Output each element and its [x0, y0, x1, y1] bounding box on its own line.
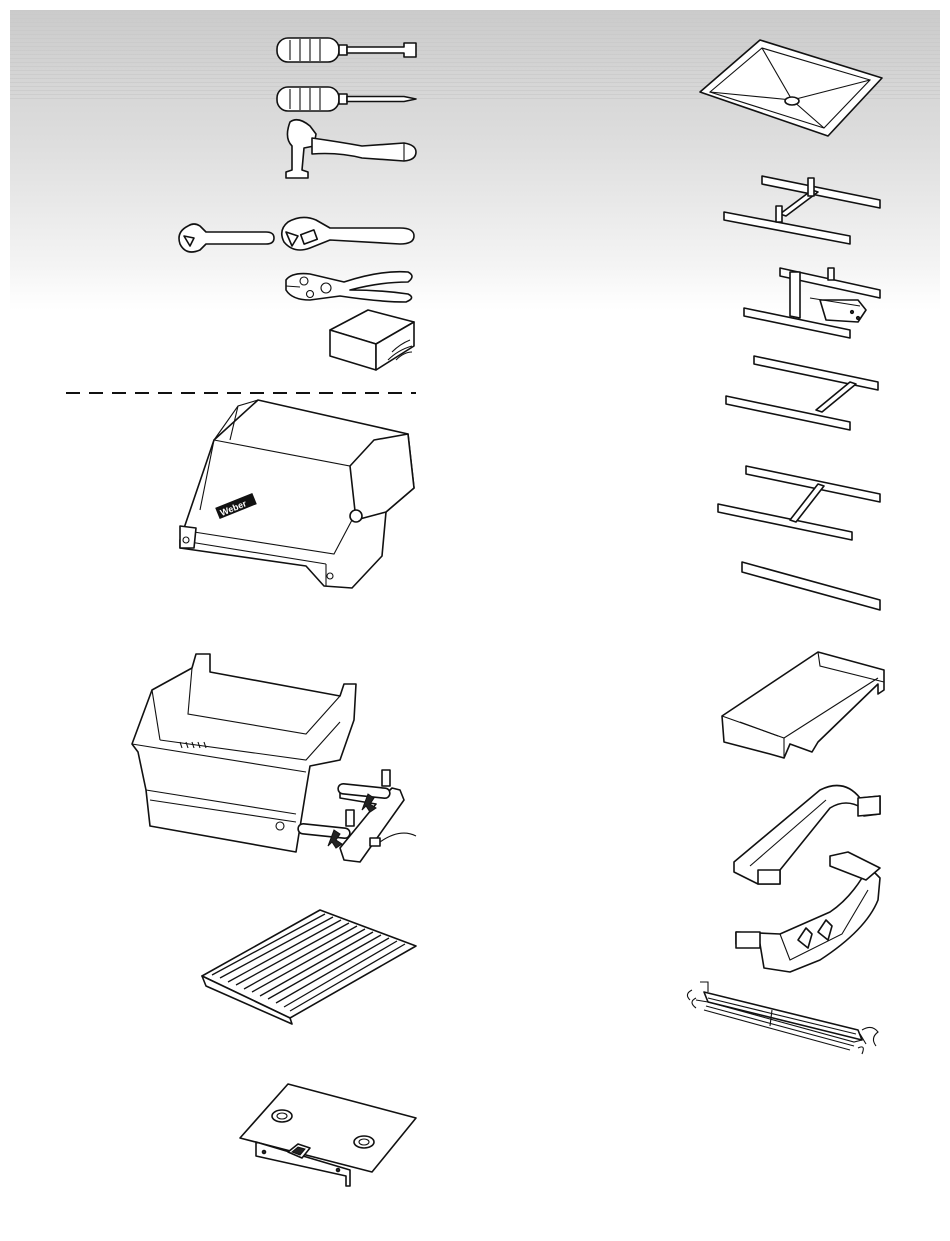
phillips-screwdriver-icon — [277, 87, 416, 111]
cookbox-with-burners-part — [132, 654, 416, 862]
adjustable-wrench-icon — [282, 217, 414, 250]
frame-assembly-part — [744, 268, 880, 338]
frame-assembly-part — [726, 356, 878, 430]
pliers-icon — [286, 272, 412, 302]
control-panel-part — [240, 1084, 416, 1186]
cooking-grate-part — [202, 910, 416, 1024]
open-end-wrench-icon — [179, 224, 274, 252]
wood-block-icon — [330, 310, 414, 370]
frame-assembly-part — [724, 176, 880, 244]
warming-rack-part — [687, 982, 878, 1054]
hammer-icon — [286, 120, 416, 178]
grill-lid-part: Weber — [180, 400, 414, 588]
frame-rail-part — [742, 562, 880, 610]
side-table-part — [722, 652, 884, 758]
flat-screwdriver-icon — [277, 38, 416, 62]
frame-assembly-part — [718, 466, 880, 540]
grease-tray-part — [700, 40, 882, 136]
